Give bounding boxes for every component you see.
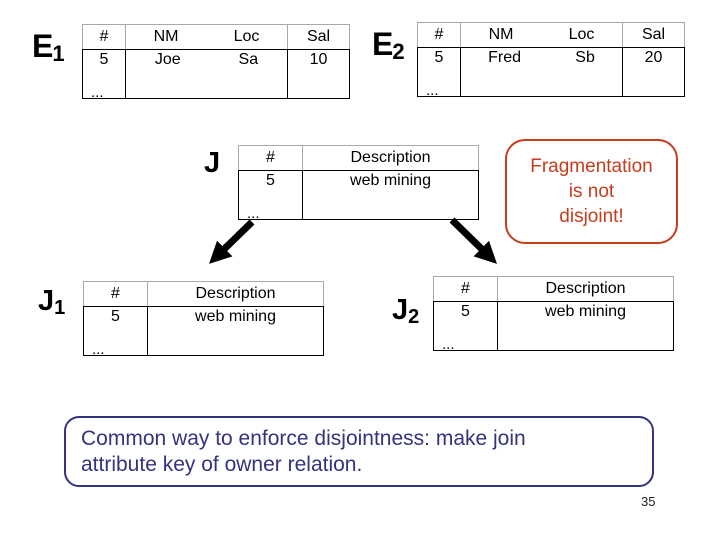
header-cell: NM	[153, 28, 179, 45]
fragmentation-callout: Fragmentation is not disjoint!	[505, 139, 678, 244]
table-j1-header: # Description	[83, 281, 324, 306]
header-cell: Description	[545, 280, 626, 297]
cell-value: 5	[111, 308, 120, 325]
body-cell: web mining	[148, 307, 323, 355]
table-label-j2: J2	[392, 294, 420, 328]
cell-value: Sb	[575, 49, 595, 66]
disjointness-note: Common way to enforce disjointness: make…	[64, 416, 654, 487]
page-number: 35	[641, 494, 656, 509]
table-label-j1-sub: 1	[54, 297, 66, 319]
callout-line: disjoint!	[559, 206, 624, 227]
body-cell: 5 ...	[84, 307, 148, 358]
table-label-e1-sub: 1	[52, 41, 64, 66]
table-j-header: # Description	[238, 145, 479, 170]
body-cell-merged: Fred Sb	[461, 48, 623, 96]
table-j1-body: 5 ... web mining	[83, 306, 324, 358]
body-cell: 20	[623, 48, 684, 96]
note-line: attribute key of owner relation.	[81, 453, 363, 476]
table-label-e2-text: E	[372, 26, 393, 62]
table-e1-header: # NM Loc Sal	[82, 24, 350, 49]
cell-value: 5	[266, 172, 275, 189]
arrow-down-right-icon	[449, 217, 498, 264]
header-cell: NM	[488, 26, 514, 43]
note-line: Common way to enforce disjointness: make…	[81, 427, 526, 450]
cell-value: Joe	[154, 51, 181, 68]
header-cell: #	[83, 25, 126, 49]
table-label-j1-text: J	[38, 285, 55, 317]
table-e1: # NM Loc Sal 5 ... Joe Sa 10	[82, 24, 350, 101]
table-j-body: 5 ... web mining	[238, 170, 479, 222]
table-label-e1-text: E	[32, 28, 53, 64]
body-cell-merged: Joe Sa	[126, 50, 288, 98]
ellipsis: ...	[426, 82, 439, 99]
header-cell: Sal	[641, 26, 666, 43]
table-label-j-text: J	[204, 147, 221, 179]
table-e2-header: # NM Loc Sal	[417, 22, 685, 47]
cell-value: 10	[309, 51, 328, 68]
cell-value: web mining	[545, 303, 626, 320]
cell-value: 20	[644, 49, 663, 66]
table-e2: # NM Loc Sal 5 ... Fred Sb 20	[417, 22, 685, 99]
header-cell: #	[84, 282, 148, 306]
body-cell: 5 ...	[434, 302, 498, 353]
table-j2: # Description 5 ... web mining	[433, 276, 674, 353]
table-label-j1: J1	[38, 285, 66, 319]
ellipsis: ...	[247, 205, 260, 222]
body-cell: 5 ...	[83, 50, 126, 101]
table-label-e2-sub: 2	[392, 39, 404, 64]
cell-value: 5	[99, 51, 109, 68]
body-cell: 10	[288, 50, 349, 98]
header-cell: #	[434, 277, 498, 301]
cell-value: Sa	[238, 51, 259, 68]
table-e2-body: 5 ... Fred Sb 20	[417, 47, 685, 99]
cell-value: web mining	[350, 172, 431, 189]
cell-value: web mining	[195, 308, 276, 325]
cell-value: 5	[461, 303, 470, 320]
ellipsis: ...	[92, 341, 105, 358]
table-j: # Description 5 ... web mining	[238, 145, 479, 222]
table-label-e1: E1	[32, 28, 65, 66]
body-cell: 5 ...	[239, 171, 303, 222]
header-cell-merged: NM Loc	[461, 23, 623, 47]
table-j2-body: 5 ... web mining	[433, 301, 674, 353]
table-e1-body: 5 ... Joe Sa 10	[82, 49, 350, 101]
cell-value: Fred	[488, 49, 522, 66]
header-cell: #	[418, 23, 461, 47]
table-label-e2: E2	[372, 26, 405, 64]
table-label-j: J	[204, 149, 220, 178]
header-cell-merged: NM Loc	[126, 25, 288, 49]
header-cell: Description	[350, 149, 431, 166]
header-cell: Description	[195, 285, 276, 302]
body-cell: 5 ...	[418, 48, 461, 99]
ellipsis: ...	[91, 84, 104, 101]
body-cell: web mining	[498, 302, 673, 350]
callout-line: Fragmentation	[530, 156, 653, 177]
header-cell: Loc	[233, 28, 260, 45]
ellipsis: ...	[442, 336, 455, 353]
table-j1: # Description 5 ... web mining	[83, 281, 324, 358]
header-cell: Loc	[568, 26, 595, 43]
header-cell: #	[239, 146, 303, 170]
table-label-j2-text: J	[392, 294, 409, 326]
arrow-down-left-icon	[208, 219, 255, 264]
table-label-j2-sub: 2	[408, 306, 420, 328]
body-cell: web mining	[303, 171, 478, 219]
header-cell: Sal	[306, 28, 331, 45]
cell-value: 5	[434, 49, 444, 66]
callout-line: is not	[568, 181, 615, 202]
table-j2-header: # Description	[433, 276, 674, 301]
